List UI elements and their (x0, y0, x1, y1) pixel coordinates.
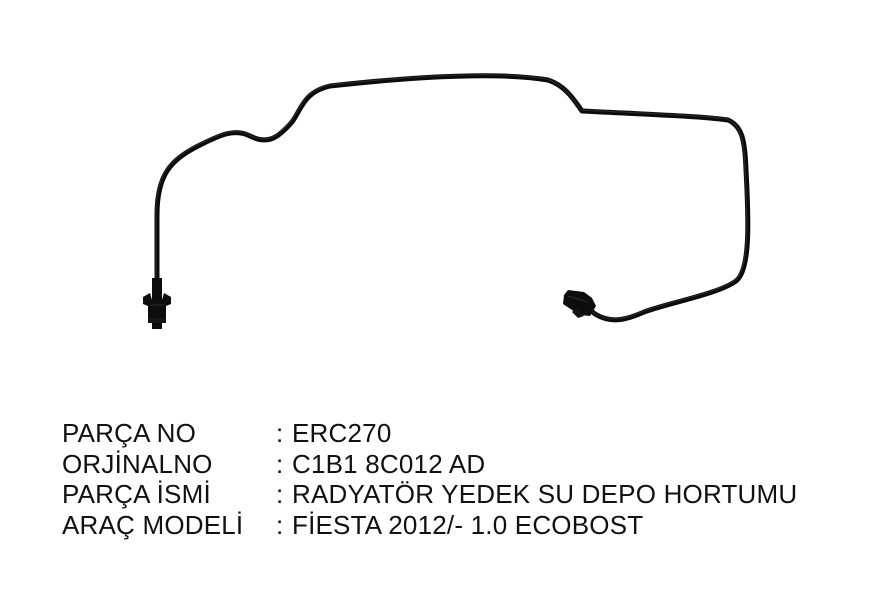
spec-label: ORJİNALNO (62, 448, 213, 479)
spec-separator: : (276, 418, 284, 448)
hose-product-image (143, 73, 751, 329)
spec-label: PARÇA İSMİ (62, 479, 211, 509)
spec-separator: : (276, 479, 284, 509)
spec-row-original-no: ORJİNALNO : C1B1 8C012 AD (62, 449, 797, 480)
left-connector-clip (143, 278, 171, 329)
spec-label: ARAÇ MODELİ (62, 509, 244, 540)
spec-row-vehicle-model: ARAÇ MODELİ : FİESTA 2012/- 1.0 ECOBOST (62, 510, 797, 541)
spec-label: PARÇA NO (62, 418, 197, 448)
spec-value: FİESTA 2012/- 1.0 ECOBOST (292, 509, 644, 540)
spec-value: C1B1 8C012 AD (292, 448, 486, 479)
spec-separator: : (276, 448, 284, 479)
spec-separator: : (276, 509, 284, 540)
product-spec-list: PARÇA NO : ERC270 ORJİNALNO : C1B1 8C012… (62, 418, 797, 540)
spec-value: RADYATÖR YEDEK SU DEPO HORTUMU (292, 479, 798, 509)
spec-row-part-name: PARÇA İSMİ : RADYATÖR YEDEK SU DEPO HORT… (62, 479, 797, 510)
spec-value: ERC270 (292, 418, 392, 448)
hose-tube (154, 73, 751, 323)
right-connector-clip (563, 290, 596, 318)
spec-row-part-no: PARÇA NO : ERC270 (62, 418, 797, 449)
